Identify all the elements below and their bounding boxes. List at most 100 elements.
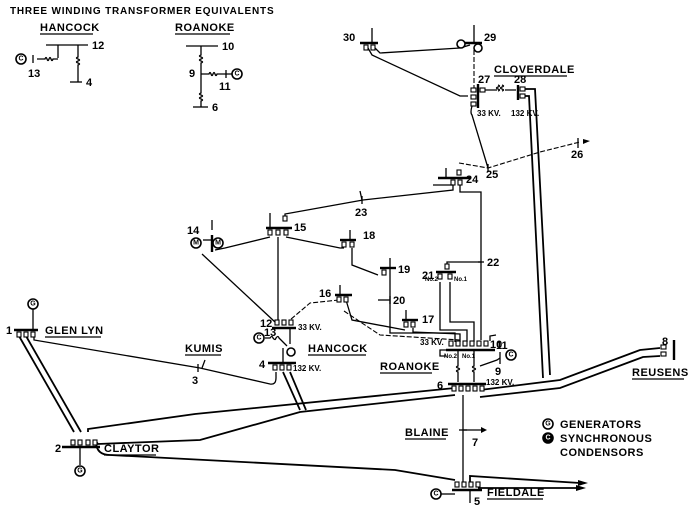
- legend-synchronous: SYNCHRONOUS: [560, 433, 652, 445]
- condenser-icon: [15, 53, 27, 65]
- station-reusens: REUSENS: [632, 367, 689, 379]
- breaker-icon: [456, 169, 462, 176]
- breaker-icon: [336, 296, 342, 303]
- arrow-icon: [583, 139, 590, 144]
- bus-label-5: 5: [474, 496, 480, 508]
- breaker-icon: [281, 319, 287, 326]
- condenser-symbol: C: [18, 56, 23, 63]
- station-labels: GLEN LYN CLAYTOR KUMIS HANCOCK ROANOKE B…: [45, 64, 689, 500]
- bus-label-14: 14: [187, 225, 200, 237]
- breaker-icon: [660, 344, 667, 350]
- tie: [439, 349, 446, 357]
- breaker-icon: [279, 364, 285, 371]
- bus-label-9: 9: [495, 366, 501, 378]
- bus-label-24: 24: [466, 174, 479, 186]
- bus-label-6: 6: [437, 380, 443, 392]
- fieldale-line-a: [469, 475, 581, 484]
- bus-label-11: 11: [496, 340, 508, 352]
- line-6-8a: [479, 347, 661, 391]
- breaker-icon: [274, 319, 280, 326]
- breaker-icon: [461, 481, 467, 488]
- breaker-icon: [275, 229, 281, 236]
- line-18-19: [351, 248, 379, 276]
- motor-icon: [473, 43, 483, 53]
- line-2-6a: [87, 387, 456, 432]
- condenser-icon: [542, 432, 554, 444]
- line-2-6b: [94, 394, 456, 445]
- bus-label-6-eq: 6: [212, 102, 218, 114]
- condenser-symbol: C: [234, 71, 239, 78]
- breaker-icon: [476, 340, 482, 347]
- bus-label-29: 29: [484, 32, 496, 44]
- hancock-winding-13: [37, 56, 58, 62]
- breaker-icon: [282, 215, 288, 222]
- breaker-icon: [30, 331, 36, 338]
- breaker-icon: [381, 269, 387, 276]
- line-4-6a: [282, 371, 301, 411]
- breaker-icon: [370, 44, 376, 51]
- bus-label-8: 8: [662, 336, 668, 348]
- bus-label-2: 2: [55, 443, 61, 455]
- breaker-icon: [469, 340, 475, 347]
- arrow-icon: [576, 485, 586, 491]
- breaker-icon: [465, 385, 471, 392]
- bus-label-9-eq: 9: [189, 68, 195, 80]
- line-22-21: [446, 261, 481, 268]
- station-glen-lyn: GLEN LYN: [45, 325, 104, 337]
- generator-icon: [542, 418, 554, 430]
- bus-bars: G G C: [14, 25, 676, 503]
- line-27-25: [470, 105, 489, 169]
- generator-symbol: G: [30, 301, 36, 308]
- bus-label-18: 18: [363, 230, 375, 242]
- line-24-23-15: [284, 185, 454, 220]
- station-blaine: BLAINE: [405, 427, 449, 439]
- roanoke-windings: [198, 46, 204, 107]
- bus-label-10: 10: [490, 339, 502, 351]
- motor-icon: [190, 237, 202, 249]
- legend-generators: GENERATORS: [560, 419, 642, 431]
- breaker-icon: [349, 241, 355, 248]
- line-1-2a: [18, 335, 75, 433]
- bus-label-7: 7: [472, 437, 478, 449]
- bus-label-26: 26: [571, 149, 583, 161]
- breaker-icon: [451, 385, 457, 392]
- legend-symbol-condenser: C: [545, 435, 550, 442]
- station-cloverdale: CLOVERDALE: [494, 64, 575, 76]
- station-claytor: CLAYTOR: [104, 443, 159, 455]
- station-fieldale: FIELDALE: [487, 487, 545, 499]
- bus-label-12: 12: [92, 40, 104, 52]
- roanoke-equivalent: ROANOKE 10 9 C 11 6: [175, 22, 243, 114]
- breaker-icon: [23, 331, 29, 338]
- legend: G GENERATORS C SYNCHRONOUS CONDENSORS: [542, 418, 652, 459]
- motor-icon: [212, 237, 224, 249]
- breaker-icon: [85, 439, 91, 446]
- breaker-icon: [468, 481, 474, 488]
- tag-no2-roanoke: No.2: [444, 354, 458, 360]
- motor-icon: [456, 39, 466, 49]
- breaker-icon: [92, 439, 98, 446]
- generator-icon: [27, 298, 39, 310]
- hancock-equivalent: HANCOCK 12 4 C 13: [15, 22, 104, 89]
- line-1-2b: [25, 335, 82, 433]
- breaker-icon: [470, 94, 477, 100]
- bus-label-20: 20: [393, 295, 405, 307]
- breaker-icon: [437, 273, 443, 280]
- station-kumis: KUMIS: [185, 343, 223, 355]
- generator-icon: [74, 465, 86, 477]
- bus-label-27: 27: [478, 74, 490, 86]
- breaker-icon: [470, 101, 477, 107]
- breaker-icon: [472, 385, 478, 392]
- breaker-icon: [475, 481, 481, 488]
- breaker-icon: [470, 87, 477, 93]
- condenser-icon: [231, 68, 243, 80]
- line-4-6b: [289, 371, 307, 411]
- bus-label-25: 25: [486, 169, 498, 181]
- breaker-icon: [660, 351, 667, 357]
- breaker-icon: [454, 481, 460, 488]
- breaker-icon: [341, 241, 347, 248]
- bus-label-13-eq: 13: [28, 68, 40, 80]
- roanoke-transformers: [455, 350, 501, 382]
- line-1-3-4: [33, 336, 277, 385]
- legend-condensors: CONDENSORS: [560, 447, 644, 459]
- motor-symbol: M: [193, 240, 199, 247]
